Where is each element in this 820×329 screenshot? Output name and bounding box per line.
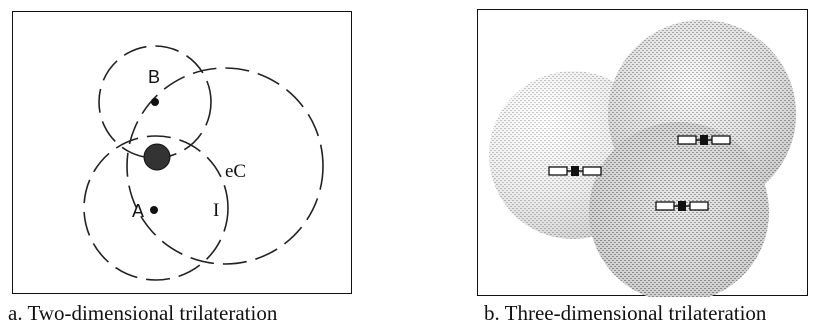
diagram-2d: B A eC I [83, 45, 324, 281]
label-a: A [132, 201, 144, 221]
label-i: I [213, 200, 219, 221]
caption-2d: a. Two-dimensional trilateration [8, 301, 278, 325]
panel-3d-trilateration [477, 9, 808, 297]
node-b-dot [151, 98, 159, 106]
satellite-icon-left [548, 166, 602, 176]
intersection-point [143, 143, 171, 171]
label-c: eC [225, 161, 246, 182]
range-circle-c [126, 67, 324, 265]
range-circle-a [83, 135, 229, 281]
caption-3d: b. Three-dimensional trilateration [484, 301, 767, 325]
label-b: B [148, 67, 160, 87]
satellite-icon-bottom [655, 201, 709, 211]
diagram-3d [489, 20, 796, 297]
satellite-icon-right [677, 135, 731, 145]
panel-2d-trilateration: B A eC I [12, 11, 352, 294]
node-a-dot [150, 206, 158, 214]
